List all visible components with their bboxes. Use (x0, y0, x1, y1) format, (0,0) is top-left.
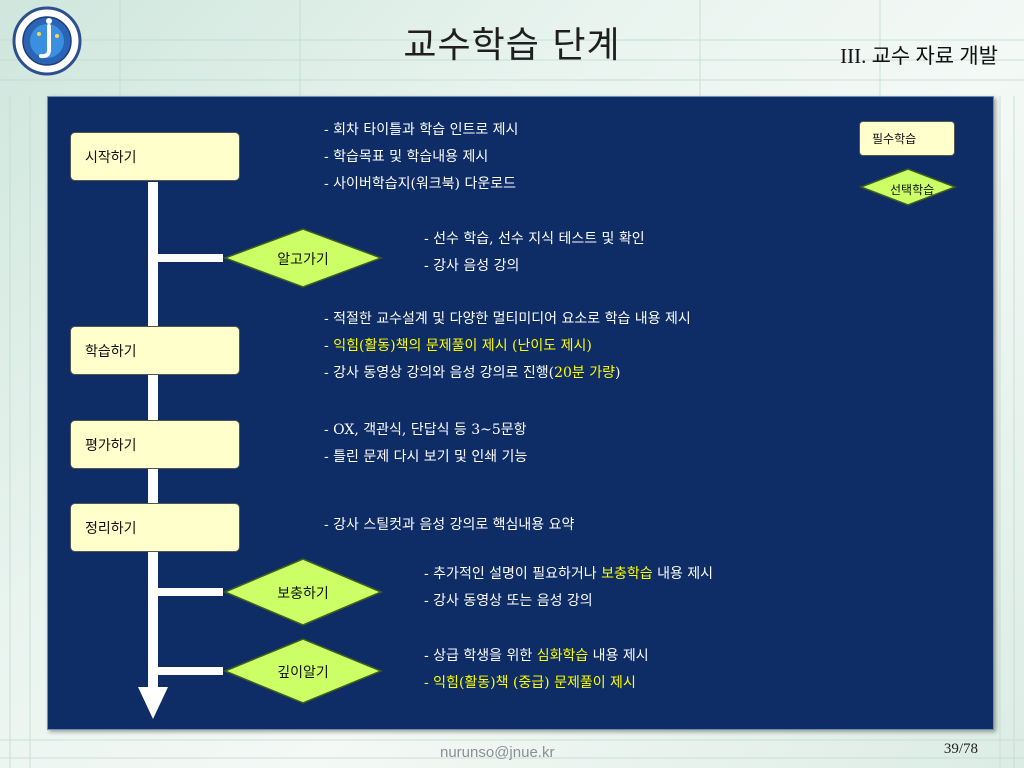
node-evaluate-label: 평가하기 (85, 437, 137, 454)
desc-supplement-line: - 강사 동영상 또는 음성 강의 (424, 593, 593, 609)
legend-diamond (858, 168, 958, 206)
desc-know-line: - 선수 학습, 선수 지식 테스트 및 확인 (424, 231, 645, 247)
desc-learn-suffix: ) (615, 365, 621, 381)
diamond-know (222, 228, 384, 288)
diamond-supplement-label: 보충하기 (277, 586, 329, 602)
desc-supplement-prefix: - 추가적인 설명이 필요하거나 (424, 566, 602, 582)
node-learn: 학습하기 (70, 326, 240, 375)
diagram-panel: 시작하기 학습하기 평가하기 정리하기 알고가기 보충하기 깊이알기 필수학습 … (47, 96, 994, 730)
desc-start-line: - 학습목표 및 학습내용 제시 (324, 149, 489, 165)
legend-required-label: 필수학습 (872, 132, 917, 146)
desc-learn-prefix: - (324, 338, 334, 354)
node-summarize: 정리하기 (70, 503, 240, 552)
desc-deepen: - 상급 학생을 위한 심화학습 내용 제시 - 익힘(활동)책 (중급) 문제… (424, 643, 649, 697)
legend-required: 필수학습 (859, 121, 955, 156)
desc-start-line: - 사이버학습지(워크북) 다운로드 (324, 176, 516, 192)
node-learn-label: 학습하기 (85, 343, 137, 360)
desc-learn: - 적절한 교수설계 및 다양한 멀티미디어 요소로 학습 내용 제시 - 익힘… (324, 306, 691, 387)
desc-deepen-highlight: 심화학습 (536, 648, 589, 664)
flow-arrow-head (138, 687, 168, 719)
node-evaluate: 평가하기 (70, 420, 240, 469)
desc-evaluate: - OX, 객관식, 단답식 등 3~5문항 - 틀린 문제 다시 보기 및 인… (324, 417, 527, 471)
desc-summarize-line: - 강사 스틸컷과 음성 강의로 핵심내용 요약 (324, 517, 575, 533)
desc-evaluate-line: - 틀린 문제 다시 보기 및 인쇄 기능 (324, 449, 528, 465)
desc-learn-line: - 적절한 교수설계 및 다양한 멀티미디어 요소로 학습 내용 제시 (324, 311, 691, 327)
desc-learn-line: - 강사 동영상 강의와 음성 강의로 진행(20분 가량) (324, 360, 691, 387)
desc-deepen-suffix: 내용 제시 (588, 648, 649, 664)
footer-email: nurunso@jnue.kr (440, 744, 555, 761)
desc-start-line: - 회차 타이틀과 학습 인트로 제시 (324, 122, 519, 138)
node-start-label: 시작하기 (85, 149, 137, 166)
section-title: III. 교수 자료 개발 (840, 44, 998, 68)
node-start: 시작하기 (70, 132, 240, 181)
desc-supplement-suffix: 내용 제시 (652, 566, 714, 582)
university-seal-logo (12, 6, 82, 76)
legend-optional-label: 선택학습 (890, 183, 935, 197)
diamond-supplement (223, 558, 383, 626)
page-number: 39/78 (943, 741, 978, 757)
desc-know: - 선수 학습, 선수 지식 테스트 및 확인 - 강사 음성 강의 (424, 226, 645, 280)
desc-learn-line: - 익힘(활동)책의 문제풀이 제시 (난이도 제시) (324, 333, 691, 360)
desc-deepen-highlight-line: - 익힘(활동)책 (중급) 문제풀이 제시 (424, 675, 636, 691)
desc-learn-highlight: 20분 가량 (554, 365, 615, 381)
flow-diagram (138, 168, 958, 719)
diamond-deepen (223, 638, 383, 704)
desc-learn-highlight: 익힘(활동)책의 문제풀이 제시 (난이도 제시) (333, 338, 592, 354)
desc-deepen-line: - 상급 학생을 위한 심화학습 내용 제시 (424, 643, 649, 670)
desc-know-line: - 강사 음성 강의 (424, 258, 520, 274)
desc-supplement-highlight: 보충학습 (601, 566, 653, 582)
node-summarize-label: 정리하기 (85, 520, 137, 537)
desc-supplement-line: - 추가적인 설명이 필요하거나 보충학습 내용 제시 (424, 561, 713, 588)
desc-summarize: - 강사 스틸컷과 음성 강의로 핵심내용 요약 (324, 512, 574, 539)
diamond-deepen-label: 깊이알기 (277, 665, 329, 681)
desc-deepen-prefix: - 상급 학생을 위한 (424, 648, 537, 664)
desc-learn-prefix: - 강사 동영상 강의와 음성 강의로 진행( (324, 365, 555, 381)
desc-start: - 회차 타이틀과 학습 인트로 제시 - 학습목표 및 학습내용 제시 - 사… (324, 117, 518, 198)
page-title: 교수학습 단계 (403, 25, 621, 66)
desc-supplement: - 추가적인 설명이 필요하거나 보충학습 내용 제시 - 강사 동영상 또는 … (424, 561, 713, 615)
diamond-know-label: 알고가기 (277, 252, 329, 268)
desc-evaluate-line: - OX, 객관식, 단답식 등 3~5문항 (324, 422, 527, 438)
